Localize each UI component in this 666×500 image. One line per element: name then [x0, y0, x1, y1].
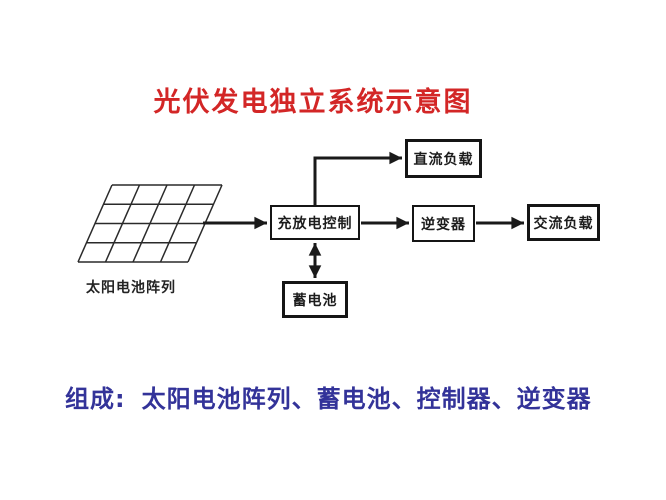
box-battery: 蓄电池 [282, 281, 348, 318]
connector-arrows [203, 151, 524, 278]
components-caption: 组成: 太阳电池阵列、蓄电池、控制器、逆变器 [65, 379, 592, 414]
caption-prefix: 组成: [65, 385, 126, 413]
arrow-controller-to-dc-load [313, 151, 402, 205]
solar-array-icon [77, 184, 223, 263]
box-inverter: 逆变器 [412, 205, 475, 242]
box-dc-load: 直流负载 [405, 139, 482, 178]
solar-array-label: 太阳电池阵列 [86, 280, 176, 296]
box-ac-load: 交流负载 [527, 204, 600, 241]
page-title: 光伏发电独立系统示意图 [153, 87, 473, 118]
box-charge-discharge-controller: 充放电控制 [270, 205, 360, 240]
caption-list: 太阳电池阵列、蓄电池、控制器、逆变器 [141, 385, 592, 413]
